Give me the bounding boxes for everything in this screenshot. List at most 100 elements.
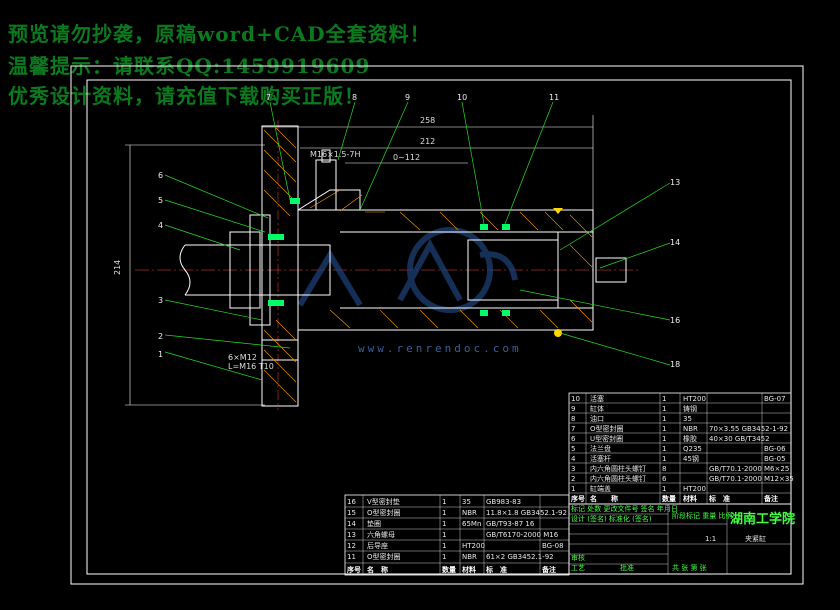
- parts-lower-cell-std: 11.8×1.8 GB3452.1-92: [486, 509, 567, 517]
- parts-lower-cell-no: 16: [347, 498, 356, 506]
- parts-upper-cell-no: 5: [571, 445, 575, 453]
- title-row-4: 工艺: [571, 564, 585, 572]
- parts-lower-header-qty: 数量: [442, 565, 456, 574]
- parts-upper-header-std: 标 准: [708, 494, 730, 503]
- parts-upper-cell-note: BG-06: [764, 445, 786, 453]
- parts-upper-cell-mat: 45钢: [683, 454, 699, 463]
- parts-upper-cell-name: 法兰盘: [590, 444, 611, 453]
- parts-lower-cell-name: 后导座: [367, 541, 388, 550]
- balloon-16: 16: [670, 316, 680, 325]
- parts-upper-cell-qty: 1: [662, 455, 666, 463]
- parts-lower-cell-no: 12: [347, 542, 356, 550]
- parts-upper-cell-no: 2: [571, 475, 575, 483]
- piston-rod: [179, 239, 559, 301]
- parts-upper-cell-std: GB/T70.1-2000 M12×35: [709, 475, 794, 483]
- parts-lower-cell-std: 61×2 GB3452.1-92: [486, 553, 554, 561]
- balloon-numbers: 1 2 3 4 5 6 7 8 9 10 11 13 14 16 18: [158, 93, 680, 369]
- parts-lower-cell-std: GB/T93-87 16: [486, 520, 535, 528]
- parts-lower-cell-qty: 1: [442, 531, 446, 539]
- parts-upper-header-mat: 材料: [682, 494, 697, 503]
- title-row-1: 标记 处数 更改文件号 签名 年月日: [571, 504, 678, 513]
- balloon-5: 5: [158, 196, 163, 205]
- parts-upper-cell-no: 7: [571, 425, 575, 433]
- parts-upper-cell-qty: 1: [662, 395, 666, 403]
- parts-upper-cell-no: 6: [571, 435, 576, 443]
- balloon-8: 8: [352, 93, 357, 102]
- dimension-lines: [125, 115, 594, 406]
- parts-lower-cell-no: 11: [347, 553, 356, 561]
- title-row-3: 审核: [571, 553, 585, 562]
- parts-lower-cell-name: 垫圈: [367, 519, 381, 528]
- approve-label: 批准: [620, 563, 634, 572]
- parts-lower-cell-mat: NBR: [462, 553, 477, 561]
- balloon-18: 18: [670, 360, 680, 369]
- parts-upper-cell-std: 40×30 GB/T3452: [709, 435, 770, 443]
- dim-thread-top: M16×1.5-7H: [310, 150, 361, 159]
- parts-upper-cell-no: 4: [571, 455, 576, 463]
- inner-border: [86, 79, 792, 575]
- parts-upper-cell-name: U型密封圈: [590, 434, 623, 443]
- watermark-line-3: 优秀设计资料，请充值下载购买正版！: [8, 84, 365, 108]
- parts-upper-cell-qty: 1: [662, 425, 666, 433]
- parts-lower-cell-note: BG-08: [542, 542, 564, 550]
- dim-diameter: 214: [113, 260, 122, 275]
- parts-upper-cell-mat: 铸钢: [683, 404, 697, 413]
- balloon-4: 4: [158, 221, 163, 230]
- parts-upper-cell-std: 70×3.55 GB3452-1-92: [709, 425, 788, 433]
- parts-lower-cell-no: 15: [347, 509, 356, 517]
- parts-upper-cell-name: 内六角圆柱头螺钉: [590, 474, 646, 483]
- parts-upper-cell-name: 内六角圆柱头螺钉: [590, 464, 646, 473]
- parts-upper-cell-no: 10: [571, 395, 580, 403]
- balloon-10: 10: [457, 93, 467, 102]
- sheet-info: 共 张 第 张: [672, 563, 707, 572]
- parts-upper-header-no: 序号: [570, 494, 585, 503]
- dim-screw: 6×M12: [228, 353, 257, 362]
- balloon-13: 13: [670, 178, 680, 187]
- parts-lower-cell-no: 13: [347, 531, 356, 539]
- parts-lower-cell-qty: 1: [442, 498, 446, 506]
- parts-lower-cell-mat: HT200: [462, 542, 485, 550]
- parts-upper-cell-mat: 35: [683, 415, 692, 423]
- parts-list-lower: [344, 494, 570, 576]
- parts-upper-cell-qty: 8: [662, 465, 666, 473]
- parts-upper-cell-qty: 1: [662, 485, 666, 493]
- school-name: 湖南工学院: [730, 511, 795, 527]
- balloon-3: 3: [158, 296, 163, 305]
- outer-border: [70, 65, 804, 585]
- parts-lower-cell-name: V型密封垫: [367, 497, 400, 506]
- parts-upper-header-qty: 数量: [662, 494, 676, 503]
- balloon-11: 11: [549, 93, 559, 102]
- balloon-7: 7: [266, 93, 271, 102]
- parts-upper-cell-mat: 橡胶: [683, 434, 697, 443]
- dim-stroke: 0~112: [393, 153, 420, 162]
- balloon-14: 14: [670, 238, 680, 247]
- scale-value: 1:1: [705, 535, 716, 543]
- parts-list-upper: [568, 392, 792, 505]
- parts-upper-cell-no: 1: [571, 485, 575, 493]
- parts-upper-cell-mat: HT200: [683, 395, 706, 403]
- parts-upper-cell-mat: Q235: [683, 445, 702, 453]
- leader-lines: [164, 101, 671, 381]
- dim-overall: 258: [420, 116, 435, 125]
- parts-upper-cell-note: BG-05: [764, 455, 786, 463]
- parts-upper-cell-std: GB/T70.1-2000 M6×25: [709, 465, 789, 473]
- parts-lower-cell-std: GB/T6170-2000 M16: [486, 531, 559, 539]
- seal-marks-yellow: [553, 208, 563, 337]
- parts-upper-cell-no: 9: [571, 405, 575, 413]
- parts-upper-cell-qty: 1: [662, 445, 666, 453]
- balloon-2: 2: [158, 332, 163, 341]
- dim-screw-2: L=M16 T10: [228, 362, 274, 371]
- parts-upper-cell-no: 3: [571, 465, 575, 473]
- parts-upper-cell-name: O型密封圈: [590, 424, 624, 433]
- parts-lower-cell-name: O型密封圈: [367, 552, 401, 561]
- parts-upper-cell-name: 活塞杆: [590, 454, 611, 463]
- parts-lower-cell-mat: NBR: [462, 509, 477, 517]
- parts-lower-cell-name: O型密封圈: [367, 508, 401, 517]
- parts-upper-cell-qty: 1: [662, 415, 666, 423]
- balloon-6: 6: [158, 171, 163, 180]
- parts-lower-cell-qty: 1: [442, 553, 446, 561]
- parts-upper-cell-name: 缸端盖: [590, 484, 611, 493]
- parts-lower-header-mat: 材料: [461, 565, 476, 574]
- parts-upper-cell-note: BG-07: [764, 395, 786, 403]
